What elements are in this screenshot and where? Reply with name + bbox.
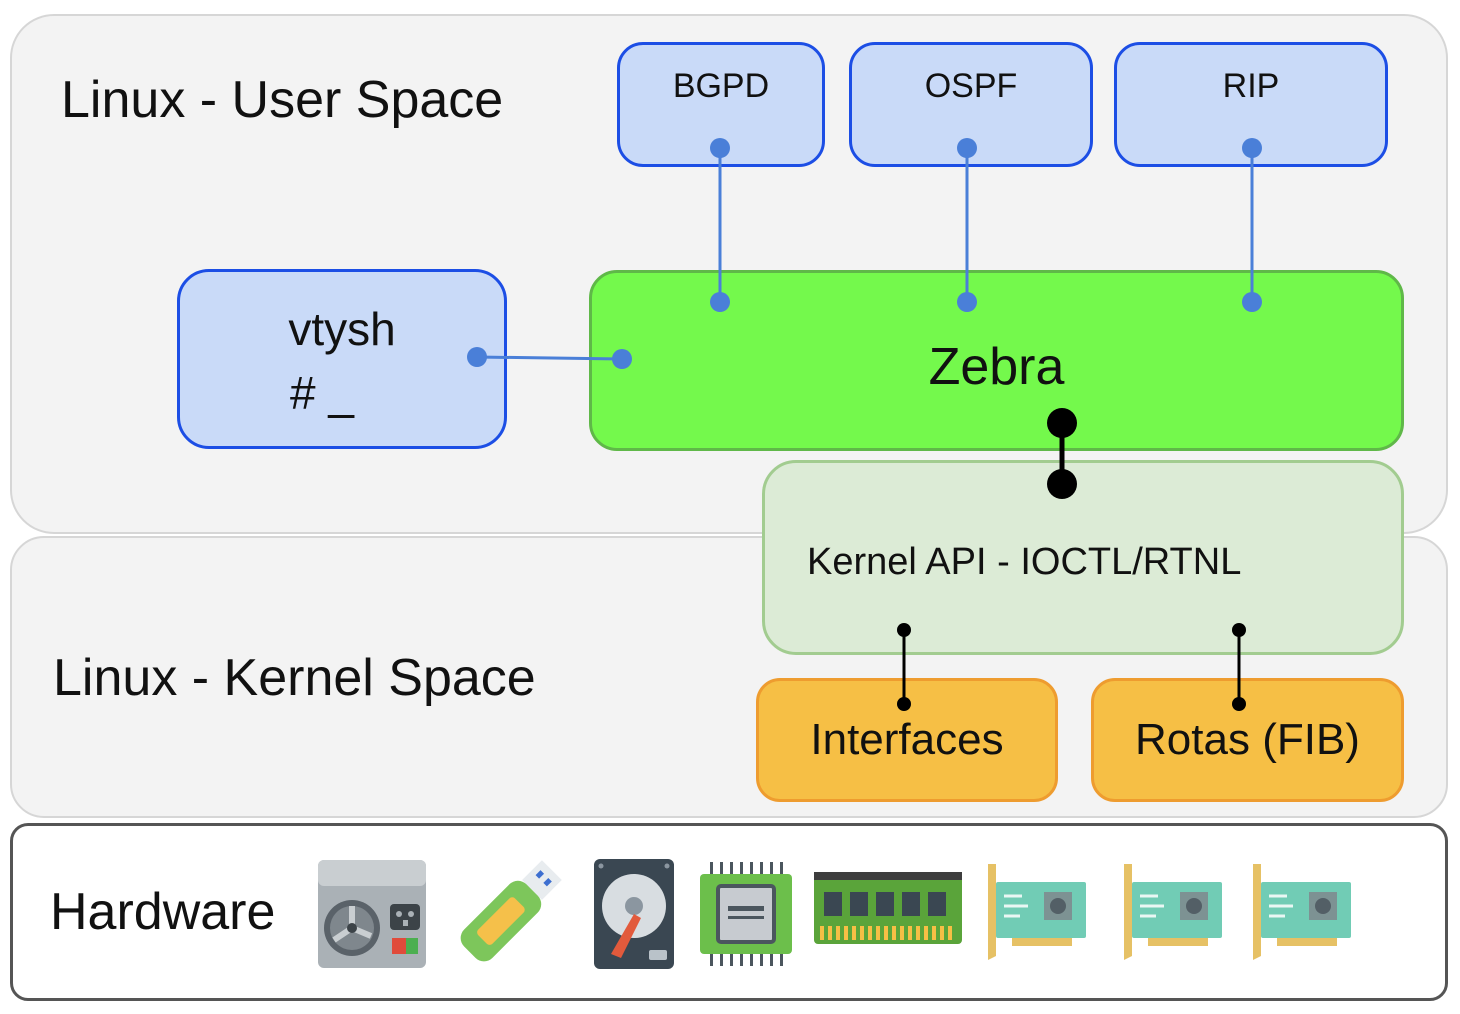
rip-zebra-link [1242, 138, 1262, 312]
ospf-label: OSPF [924, 67, 1018, 105]
rip-label: RIP [1222, 67, 1280, 105]
bgpd-zebra-link [710, 138, 730, 312]
fib-routes-label: Rotas (FIB) [1135, 715, 1360, 764]
kernel-api-label: Kernel API - IOCTL/RTNL [807, 541, 1242, 583]
fib-routes-box: Rotas (FIB) [1091, 678, 1404, 802]
interfaces-label: Interfaces [810, 715, 1004, 764]
power-supply-icon [318, 860, 426, 968]
hard-disk-icon [594, 859, 674, 969]
network-card-icon [1124, 864, 1222, 960]
usb-drive-icon [460, 860, 562, 962]
vtysh-box: vtysh # _ [177, 269, 507, 449]
vtysh-zebra-link [467, 347, 632, 369]
zebra-kernel-api-link [1047, 408, 1077, 499]
zebra-label: Zebra [928, 338, 1065, 396]
vtysh-label: vtysh [288, 303, 396, 355]
bgpd-label: BGPD [672, 67, 770, 105]
kernel-api-interfaces-link [897, 623, 911, 711]
kernel-space-label: Linux - Kernel Space [53, 649, 536, 707]
ospf-zebra-link [957, 138, 977, 312]
hardware-label: Hardware [50, 883, 276, 941]
network-card-icon [988, 864, 1086, 960]
vtysh-prompt: # _ [290, 367, 354, 419]
network-card-icon [1253, 864, 1351, 960]
kernel-api-box: Kernel API - IOCTL/RTNL [762, 460, 1404, 655]
cpu-chip-icon [700, 862, 792, 966]
user-space-label: Linux - User Space [61, 71, 504, 129]
memory-module-icon [814, 872, 962, 944]
kernel-api-fib-link [1232, 623, 1246, 711]
